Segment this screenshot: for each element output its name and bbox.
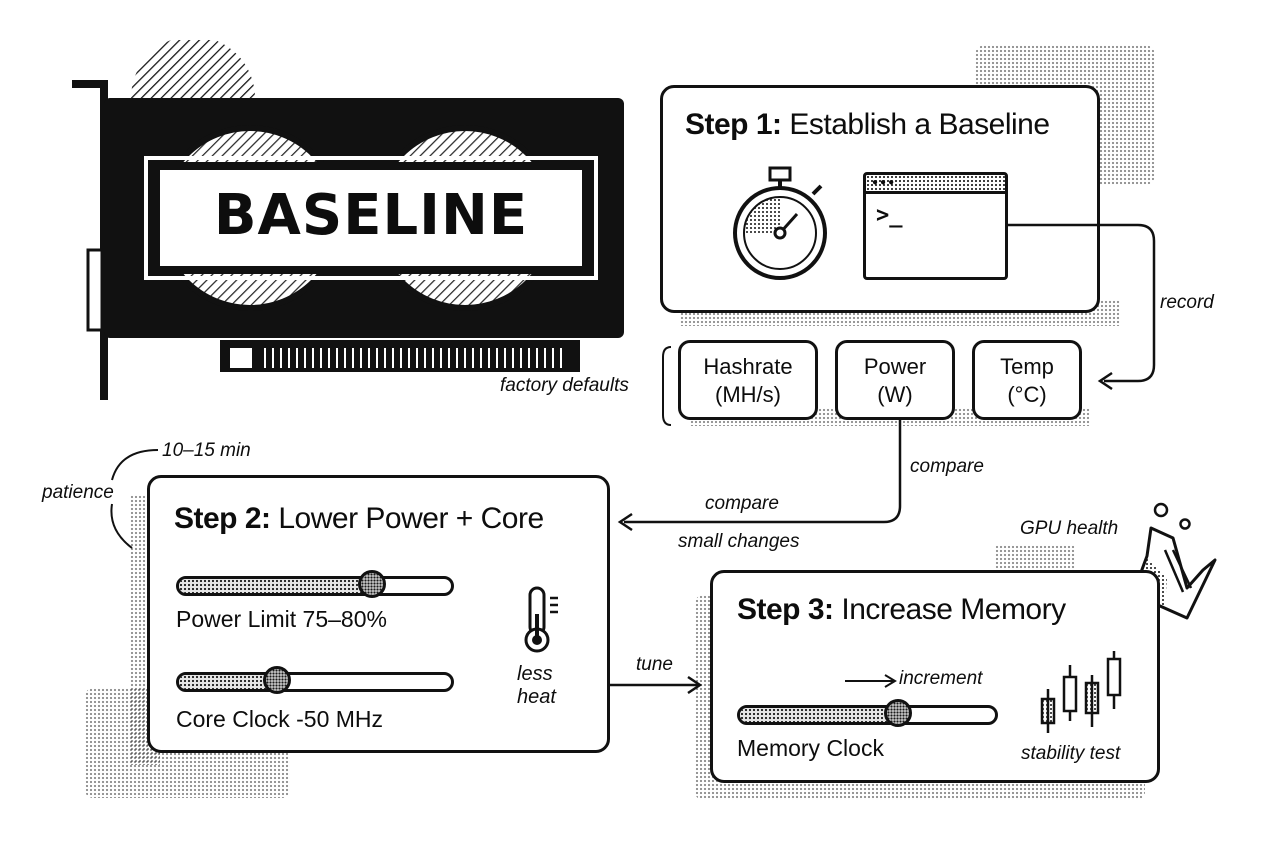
terminal-titlebar — [866, 175, 1005, 194]
memory-clock-slider-fill — [740, 708, 899, 722]
step2-card: Step 2: Lower Power + Core Power Limit 7… — [147, 475, 610, 753]
power-limit-slider-fill — [179, 579, 373, 593]
compare-note-left: compare — [705, 493, 779, 514]
power-limit-label: Power Limit 75–80% — [176, 606, 387, 632]
patience-curve — [110, 449, 159, 549]
metric-power: Power (W) — [835, 340, 955, 420]
window-dots-icon: ●●● — [872, 177, 897, 188]
metric-hashrate-unit: (MH/s) — [715, 382, 781, 407]
step2-title-bold: Step 2: — [174, 502, 271, 535]
power-limit-slider-knob[interactable] — [358, 570, 387, 598]
step1-title: Step 1: Establish a Baseline — [685, 108, 1050, 142]
metric-hashrate-name: Hashrate — [703, 354, 793, 379]
tune-note: tune — [636, 654, 673, 675]
record-note: record — [1160, 292, 1214, 313]
factory-defaults-note: factory defaults — [500, 375, 629, 396]
increment-arrow — [845, 674, 897, 688]
core-clock-slider-fill — [179, 675, 277, 689]
time-note: 10–15 min — [162, 440, 251, 461]
small-changes-note: small changes — [678, 531, 800, 552]
record-arrow — [1008, 223, 1156, 391]
metric-temp: Temp (°C) — [972, 340, 1082, 420]
terminal-prompt: >_ — [876, 203, 903, 228]
memory-clock-slider[interactable] — [737, 705, 998, 725]
candlestick-chart-icon — [1040, 651, 1122, 733]
step3-card: Step 3: Increase Memory increment Memory… — [710, 570, 1160, 783]
step1-title-rest: Establish a Baseline — [781, 108, 1050, 141]
core-clock-slider[interactable] — [176, 672, 454, 692]
flask-icon — [1131, 502, 1217, 620]
compare-arrow — [617, 420, 902, 532]
compare-note-right: compare — [910, 456, 984, 477]
memory-clock-label: Memory Clock — [737, 735, 884, 761]
power-limit-slider[interactable] — [176, 576, 454, 596]
step2-title-rest: Lower Power + Core — [270, 502, 544, 535]
gpu-health-note: GPU health — [1020, 518, 1119, 539]
metric-power-name: Power — [863, 354, 927, 379]
increment-note: increment — [899, 668, 983, 689]
metric-power-unit: (W) — [877, 382, 913, 407]
step2-title: Step 2: Lower Power + Core — [174, 502, 544, 536]
metric-temp-name: Temp — [1000, 354, 1054, 379]
factory-defaults-bracket — [662, 346, 672, 426]
step3-title-rest: Increase Memory — [833, 593, 1066, 626]
step1-title-bold: Step 1: — [685, 108, 782, 141]
step1-card: Step 1: Establish a Baseline ●●● >_ — [660, 85, 1100, 313]
step3-title-bold: Step 3: — [737, 593, 834, 626]
metric-hashrate: Hashrate (MH/s) — [678, 340, 818, 420]
patience-note: patience — [42, 482, 114, 503]
stability-test-note: stability test — [1021, 743, 1121, 764]
metric-temp-unit: (°C) — [1007, 382, 1047, 407]
less-heat-note-2: heat — [517, 686, 556, 708]
core-clock-label: Core Clock -50 MHz — [176, 706, 384, 732]
terminal-window: ●●● >_ — [863, 172, 1008, 280]
thermometer-icon — [524, 586, 558, 653]
baseline-label: BASELINE — [213, 183, 529, 248]
tune-arrow — [610, 675, 703, 695]
gpu-card-illustration — [72, 40, 624, 400]
stopwatch-icon — [733, 166, 827, 280]
core-clock-slider-knob[interactable] — [262, 666, 291, 694]
less-heat-note-1: less — [517, 663, 553, 685]
memory-clock-slider-knob[interactable] — [884, 699, 913, 727]
step3-title: Step 3: Increase Memory — [737, 593, 1066, 627]
